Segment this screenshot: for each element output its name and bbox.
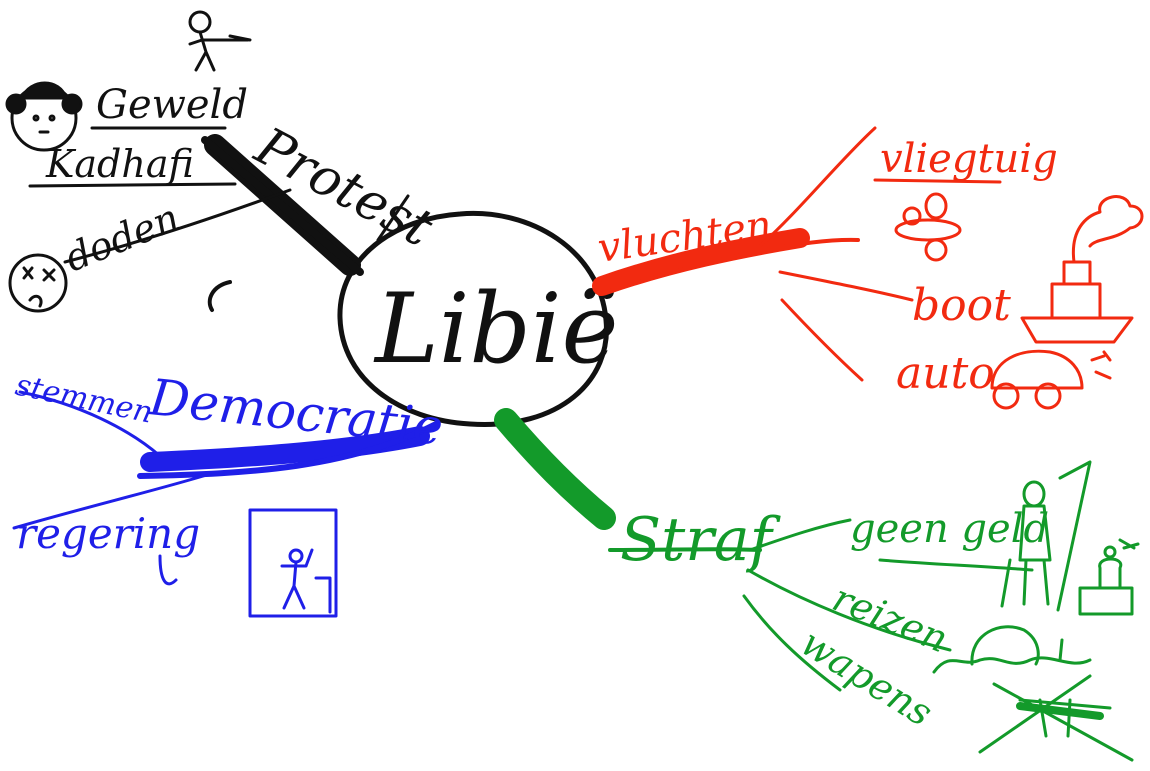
ship-icon	[1020, 195, 1144, 344]
vluchten-sub-line-auto	[780, 298, 864, 382]
airplane-icon	[894, 192, 962, 262]
stick-figure-with-gun-icon	[188, 10, 252, 72]
center-label: Libië	[373, 273, 618, 385]
kadhafi-label: Kadhafi	[45, 142, 194, 186]
stray-arc	[207, 280, 232, 312]
vluchten-sub-line-boot	[778, 270, 914, 302]
crossed-out-weapon-icon	[978, 674, 1134, 762]
straf-branch-line	[494, 408, 616, 530]
democratie-sub-line-stemmen	[18, 390, 162, 458]
geweld-label: Geweld	[96, 82, 248, 128]
straf-sub-line-reizen	[746, 568, 952, 652]
branch-protest: Protest Geweld Kadhafi doden	[5, 10, 442, 313]
protest-sub-line-kadhafi	[28, 182, 237, 188]
straf-sub-line-geen-geld	[748, 518, 852, 552]
straf-sub-line-wapens	[742, 594, 842, 692]
vluchten-sub-line-vliegtuig	[758, 126, 877, 248]
protest-sub-line-doden	[63, 188, 292, 264]
stemmen-label: stemmen	[12, 368, 155, 431]
voting-booth-icon	[248, 508, 338, 618]
sun-hills-icon	[932, 625, 1092, 674]
vliegtuig-label: vliegtuig	[880, 136, 1058, 182]
branch-democratie: Democratie stemmen regering	[12, 368, 446, 618]
money-bag-icon	[1078, 538, 1140, 616]
kadhafi-face-icon	[5, 81, 83, 152]
vluchten-branch-line	[592, 228, 810, 296]
doden-label: doden	[59, 195, 185, 280]
person-with-money-icon	[1000, 460, 1092, 612]
branch-vluchten: vluchten vliegtuig boot auto	[592, 126, 1144, 410]
auto-label: auto	[896, 348, 995, 399]
democratie-sub-line-regering	[12, 472, 212, 530]
boot-label: boot	[912, 280, 1011, 331]
regering-label: regering	[16, 509, 200, 558]
straf-label: Straf	[620, 505, 782, 575]
branch-straf: Straf geen geld reizen wapens	[494, 408, 1140, 762]
geen-geld-label: geen geld	[850, 506, 1049, 552]
dead-face-icon	[8, 253, 68, 313]
car-icon	[990, 349, 1112, 410]
